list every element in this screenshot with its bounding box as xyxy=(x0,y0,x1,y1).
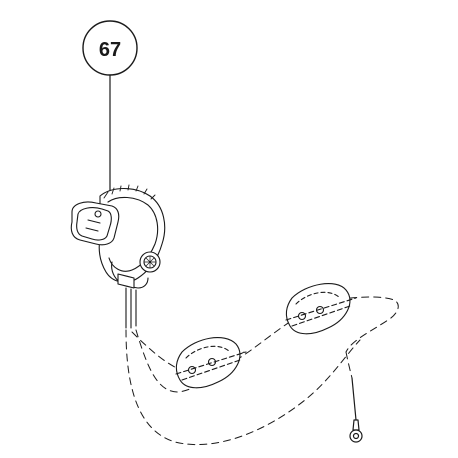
core-2-body xyxy=(285,283,351,335)
core-1-clip-a xyxy=(187,365,197,375)
clamp-housing xyxy=(70,201,120,246)
callout-label: 67 xyxy=(99,39,121,61)
switch-assembly-icon[interactable] xyxy=(70,184,166,329)
core-2-clip-a xyxy=(297,311,307,321)
clamp-slot xyxy=(85,219,101,232)
core-1-detail xyxy=(185,345,231,359)
ferrite-core-icon[interactable] xyxy=(285,283,357,335)
wire-upper xyxy=(131,296,399,375)
core-1-clip-b xyxy=(207,357,217,367)
ferrite-core-icon[interactable] xyxy=(175,337,247,389)
ring-ribs xyxy=(103,184,156,200)
terminal-pins xyxy=(125,287,137,329)
bracket-plate xyxy=(117,273,135,289)
ground-wire xyxy=(351,377,357,421)
wire-main-lower xyxy=(125,329,361,446)
ring-hole xyxy=(352,432,360,440)
clamp-face xyxy=(76,207,112,241)
ring-terminal-icon[interactable] xyxy=(349,377,363,443)
ring-terminal xyxy=(349,429,363,443)
callout-67[interactable]: 67 xyxy=(82,20,138,76)
core-2-wire xyxy=(285,297,357,327)
core-2-detail xyxy=(295,291,341,305)
wire-return xyxy=(345,351,353,379)
clamp-screw xyxy=(94,210,102,218)
ring-inner xyxy=(107,196,159,272)
core-2-clip-b xyxy=(315,305,325,315)
core-1-wire xyxy=(175,351,247,381)
socket-star xyxy=(143,255,157,269)
terminal-crimp xyxy=(352,419,360,431)
